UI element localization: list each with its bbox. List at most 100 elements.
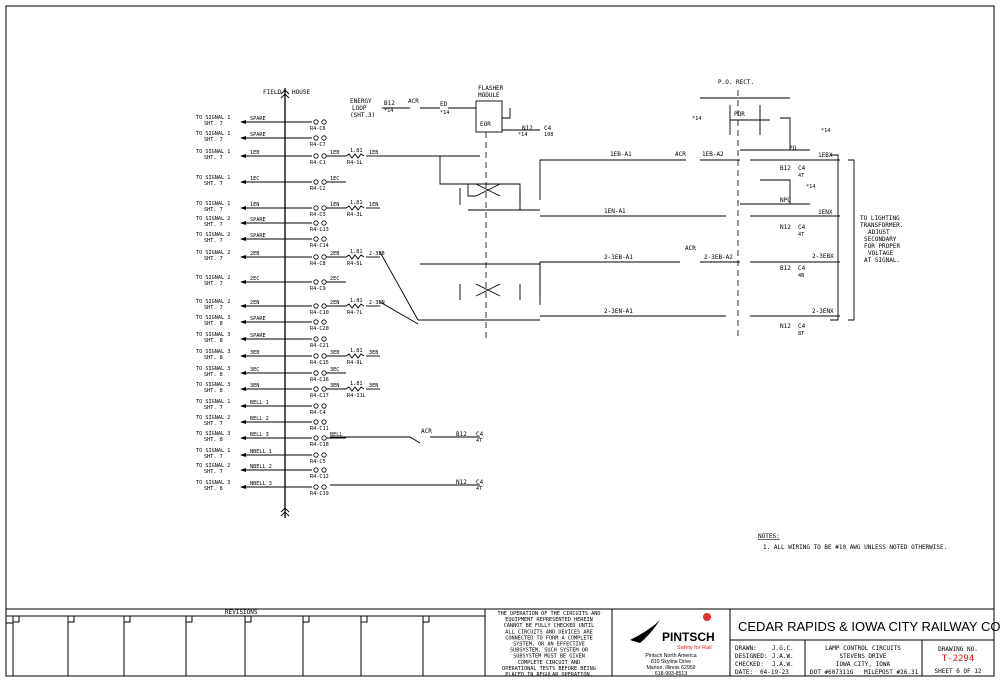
terminal-icon <box>321 153 327 159</box>
field-wire-label: 3EB <box>250 350 259 356</box>
signal-destination: TO SIGNAL 2 <box>196 299 230 305</box>
resistor-icon <box>345 353 365 359</box>
field-wire-label: SPARE <box>250 217 266 223</box>
terminal-icon <box>321 403 327 409</box>
signal-sheet: SHT. 7 <box>204 121 223 127</box>
terminal-icon <box>313 236 319 242</box>
acr-1: ACR <box>675 151 686 158</box>
star14-ed: *14 <box>440 110 449 116</box>
c4-3: C4 <box>798 265 806 272</box>
c4-1: C4 <box>798 165 806 172</box>
terminal-icon <box>321 467 327 473</box>
signal-sheet: SHT. 7 <box>204 256 223 262</box>
c4-1-4t: 4T <box>798 173 804 179</box>
arrow-icon <box>240 453 246 457</box>
ed-label: ED <box>440 101 448 108</box>
terminal-icon <box>321 254 327 260</box>
arrow-icon <box>240 237 246 241</box>
b12-1: B12 <box>780 165 791 172</box>
arrow-icon <box>240 337 246 341</box>
field-wire-label: 2EB <box>250 251 259 257</box>
flasher-module-label-1: FLASHER <box>478 85 504 92</box>
terminal-icon <box>321 386 327 392</box>
resistor-group: 1.81R4-1L1EB1.81R4-3L1EN1.81R4-5L2-3EB1.… <box>345 148 385 399</box>
label-23eb-a2: 2-3EB-A2 <box>704 254 733 261</box>
terminal-label: R4-C17 <box>310 393 329 399</box>
svg-text:SECONDARY: SECONDARY <box>864 236 897 243</box>
field-wire-label: 2EC <box>250 276 259 282</box>
terminal-icon <box>313 386 319 392</box>
lighting-note: TO LIGHTING TRANSFORMER. ADJUST SECONDAR… <box>860 215 903 264</box>
house-wire-label: 1EN <box>330 202 339 208</box>
signal-sheet: SHT. 7 <box>204 454 223 460</box>
field-wire-label: 3EC <box>250 367 259 373</box>
field-wire-label: NBELL 2 <box>250 464 272 470</box>
terminal-icon <box>321 319 327 325</box>
resistor-icon <box>345 303 365 309</box>
c4-2: C4 <box>798 224 806 231</box>
n12-nbell: N12 <box>456 479 467 486</box>
svg-text:VOLTAGE: VOLTAGE <box>868 250 894 257</box>
star14-n12: *14 <box>518 132 527 138</box>
field-wire-label: NBELL 1 <box>250 449 272 455</box>
arrow-icon <box>240 221 246 225</box>
signal-sheet: SHT. 7 <box>204 207 223 213</box>
revision-cell <box>12 615 20 623</box>
arrow-icon <box>240 420 246 424</box>
signal-sheet: SHT. 7 <box>204 281 223 287</box>
terminal-icon <box>321 135 327 141</box>
signal-destination: TO SIGNAL 1 <box>196 448 230 454</box>
c4-nbell: C4 <box>476 479 484 486</box>
resistor-value: 1.81 <box>350 200 363 206</box>
c4-bell: C4 <box>476 431 484 438</box>
resistor-name: R4-3L <box>347 212 363 218</box>
disclaimer-line: SYSTEM, OR AN EFFECTIVE <box>513 642 585 648</box>
resistor-name: R4-5L <box>347 261 363 267</box>
arrow-icon <box>240 485 246 489</box>
terminal-label: R4-C12 <box>310 474 329 480</box>
resistor-value: 1.81 <box>350 148 363 154</box>
terminal-icon <box>313 279 319 285</box>
disclaimer-line: THE OPERATION OF THE CIRCUITS AND <box>497 611 600 617</box>
npo-label: NPO <box>780 197 791 204</box>
terminal-label: R4-C5 <box>310 459 326 465</box>
resistor-name: R4-7L <box>347 310 363 316</box>
svg-text:TRANSFORMER.: TRANSFORMER. <box>860 222 903 229</box>
revision-cell <box>185 615 193 623</box>
checked-value: J.A.W. <box>772 661 794 668</box>
signal-destination: TO SIGNAL 2 <box>196 415 230 421</box>
signal-sheet: SHT. 8 <box>204 486 223 492</box>
terminal-label: R4-C2 <box>310 186 326 192</box>
star14-right2: *14 <box>821 128 830 134</box>
house-wire-label: 3EB <box>330 350 339 356</box>
star14-left: *14 <box>692 116 701 122</box>
house-wire-label: 3EN <box>330 383 339 389</box>
terminal-icon <box>313 220 319 226</box>
terminal-icon <box>313 353 319 359</box>
svg-text:TO LIGHTING: TO LIGHTING <box>860 215 900 222</box>
terminal-label: R4-C8 <box>310 261 326 267</box>
terminal-icon <box>313 419 319 425</box>
logo-dot <box>703 613 711 621</box>
star14-right: *14 <box>806 184 815 190</box>
n12-top: N12 <box>522 125 533 132</box>
terminal-label: R4-C3 <box>310 212 326 218</box>
out-23enx: 2-3ENX <box>812 308 834 315</box>
terminal-icon <box>313 403 319 409</box>
signal-destination: TO SIGNAL 1 <box>196 175 230 181</box>
milepost: MILEPOST #26.31 <box>864 669 919 676</box>
terminal-label: R4-C19 <box>310 491 329 497</box>
eor-label: EOR <box>480 121 491 128</box>
